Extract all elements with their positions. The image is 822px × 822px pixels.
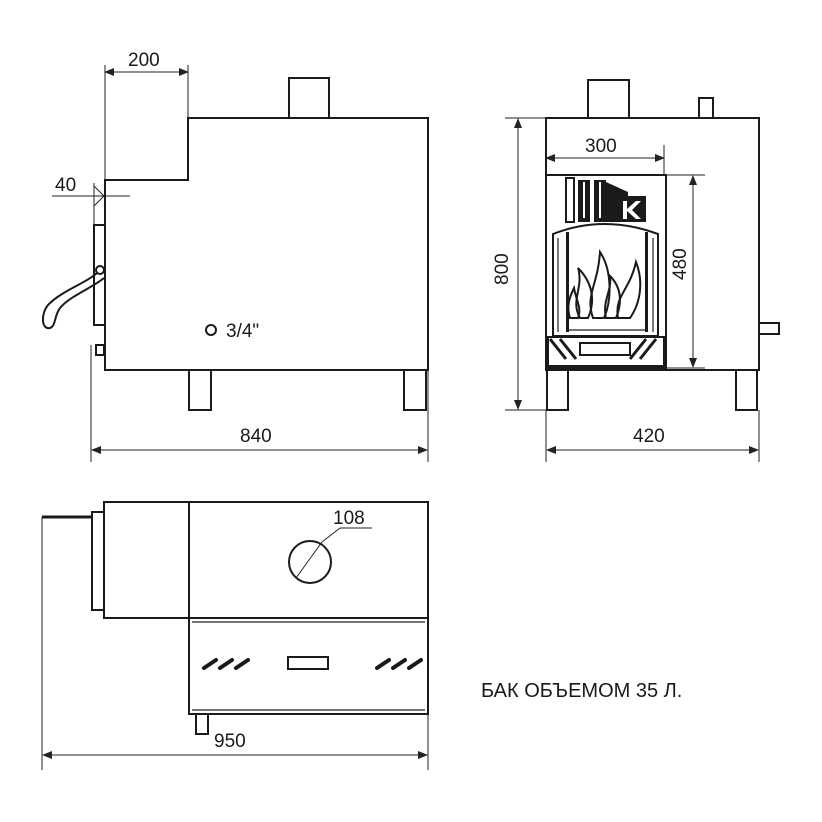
- side-door-hinge: [95, 344, 105, 356]
- top-view: 108 950: [41, 501, 429, 770]
- side-nozzle: [758, 322, 780, 335]
- top-door-plate: [91, 511, 105, 611]
- side-view: 3/4" 200 40 840: [42, 50, 429, 462]
- dim-label-300: 300: [585, 136, 617, 157]
- chimney-circle: [288, 540, 332, 584]
- side-leg-left: [188, 369, 212, 411]
- fitting-label: 3/4": [226, 321, 259, 342]
- dim-label-950: 950: [214, 731, 246, 752]
- firebox-top: [103, 501, 190, 619]
- front-view: 300 800 480 420: [492, 79, 780, 462]
- dim-label-108: 108: [333, 508, 365, 529]
- dim-label-200: 200: [128, 50, 160, 71]
- flame-icon: [567, 248, 642, 319]
- dim-label-420: 420: [633, 426, 665, 447]
- top-fitting: [698, 97, 714, 119]
- door-glass: [552, 223, 659, 337]
- dim-leader-108: [321, 527, 341, 543]
- dim-label-40: 40: [55, 175, 76, 196]
- logo-icon: [565, 177, 646, 223]
- front-chimney: [587, 79, 630, 119]
- ash-drawer-slot: [579, 342, 631, 356]
- front-leg-right: [735, 369, 758, 411]
- front-leg-left: [546, 369, 569, 411]
- fitting-circle: [205, 324, 217, 336]
- water-tank-top: [188, 617, 429, 715]
- side-leg-right: [403, 369, 427, 411]
- dim-label-480: 480: [670, 248, 691, 280]
- vent-slots-right: [375, 658, 423, 670]
- handle-pivot: [95, 265, 105, 275]
- chimney-pipe: [288, 77, 330, 119]
- tank-volume-caption: БАК ОБЪЕМОМ 35 Л.: [481, 680, 682, 702]
- vent-slots-left: [202, 658, 250, 670]
- stove-body-side: [104, 117, 429, 371]
- tank-slot: [287, 656, 329, 670]
- dim-label-840: 840: [240, 426, 272, 447]
- door-handle: [42, 269, 105, 330]
- dim-label-800: 800: [492, 253, 513, 285]
- tank-nozzle: [195, 713, 209, 735]
